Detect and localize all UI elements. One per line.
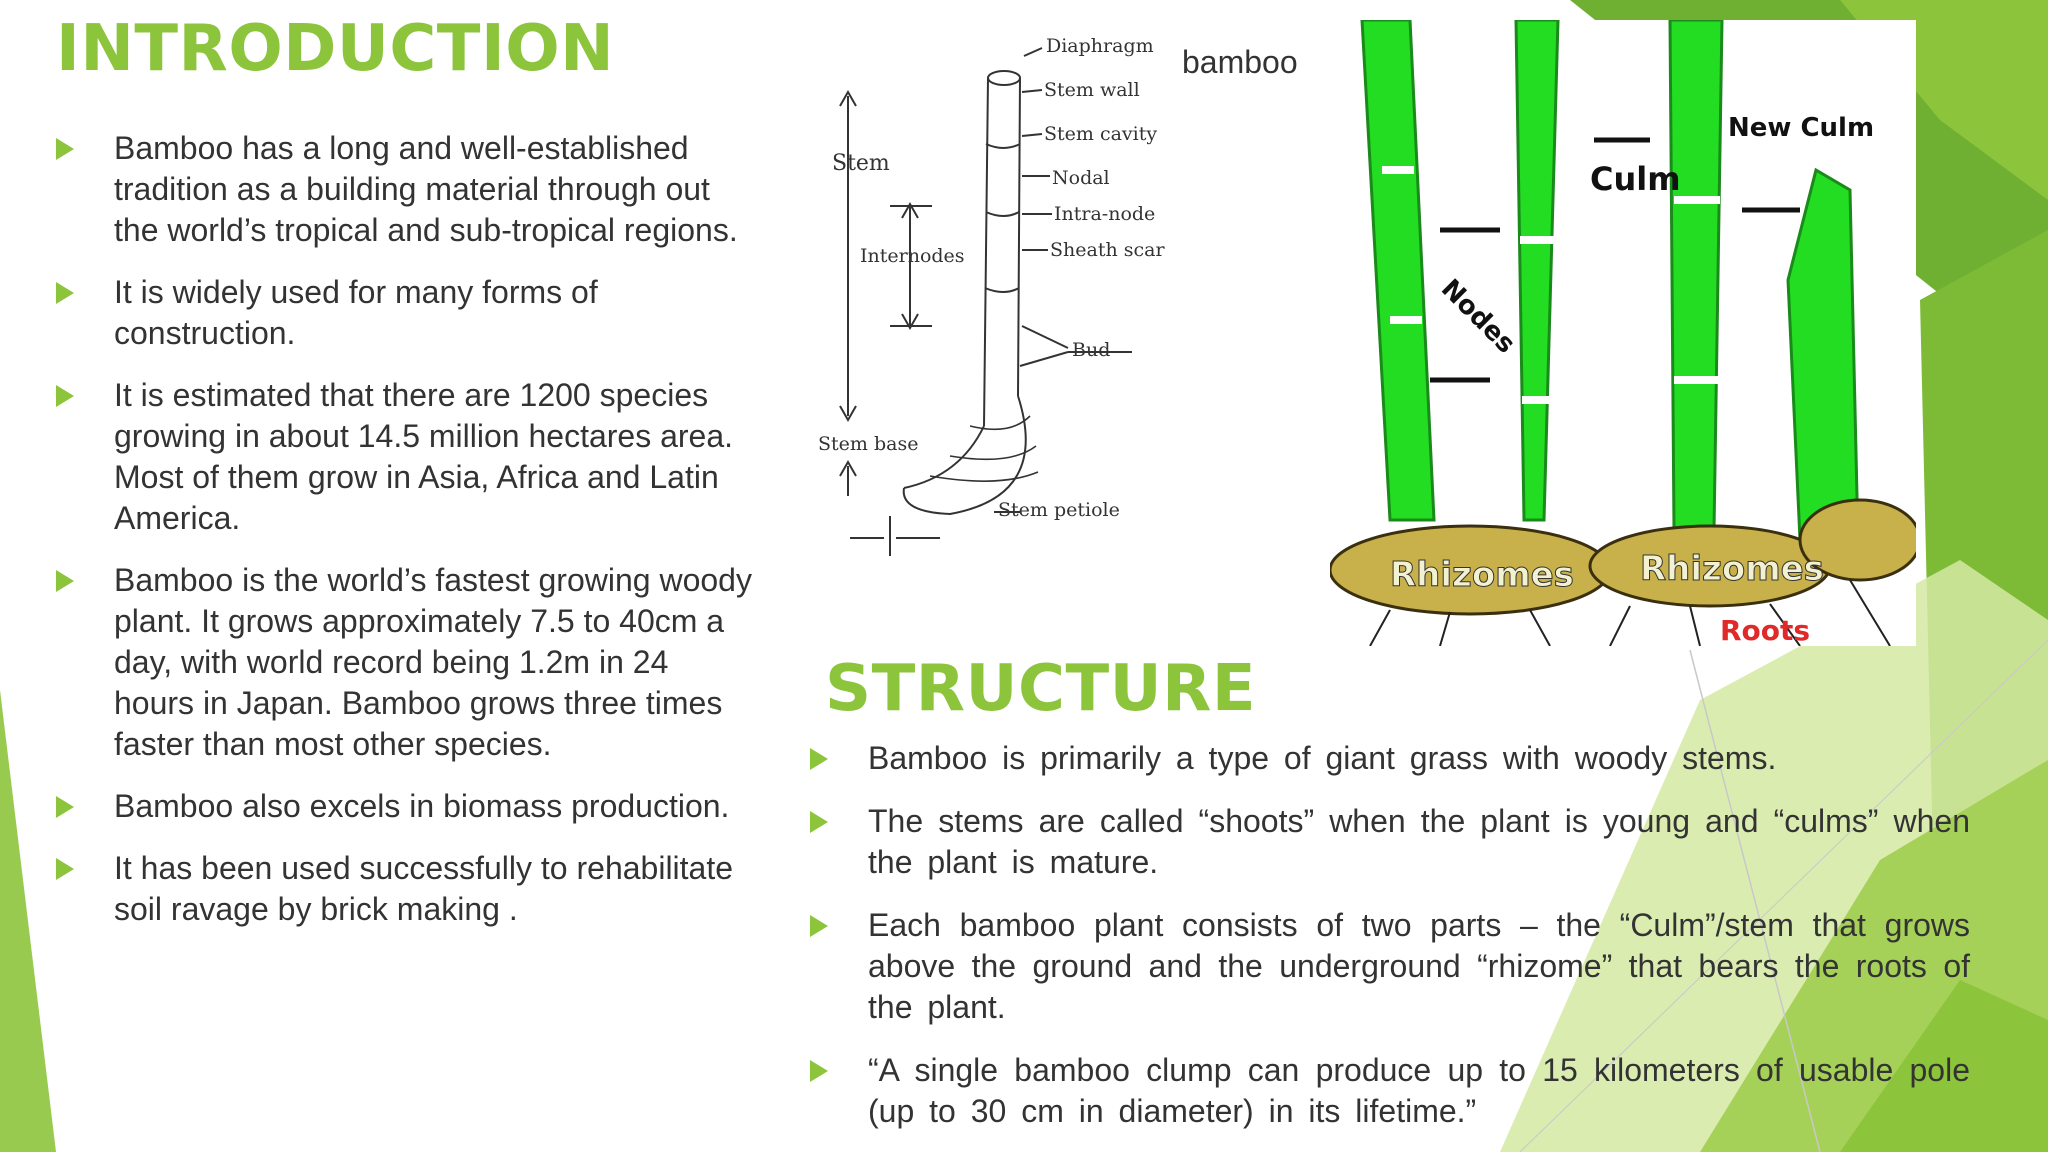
bamboo-stem-diagram: Diaphragm Stem wall Stem cavity Nodal In… [818,35,1165,556]
structure-bullet: Bamboo is primarily a type of giant gras… [810,738,1970,779]
bullet-triangle-icon [56,570,74,592]
intro-bullet-text: It is widely used for many forms of cons… [114,274,598,351]
bottom-right-facet [1840,980,2048,1152]
structure-bullet-text: Each bamboo plant consists of two parts … [868,907,1970,1025]
bullet-triangle-icon [56,385,74,407]
intro-bullet: It is widely used for many forms of cons… [56,272,756,354]
label-nodal: Nodal [1052,167,1110,189]
intro-bullet-text: Bamboo also excels in biomass production… [114,788,730,824]
label-stem-cavity: Stem cavity [1044,123,1157,145]
facet-line [1689,649,1821,1152]
diagram-caption: bamboo [1182,44,1298,80]
structure-bullet: Each bamboo plant consists of two parts … [810,905,1970,1028]
culm-2 [1514,20,1560,522]
bullet-triangle-icon [56,282,74,304]
label-stem-wall: Stem wall [1044,79,1140,101]
facet-line-2 [1519,639,2048,1152]
label-stem: Stem [832,151,890,176]
introduction-heading: INTRODUCTION [56,12,615,86]
stem-base-outline [902,395,1027,516]
bullet-triangle-icon [810,1060,828,1082]
intro-bullet: It is estimated that there are 1200 spec… [56,375,756,539]
bullet-triangle-icon [56,858,74,880]
structure-heading: STRUCTURE [825,652,1257,726]
label-sheath-scar: Sheath scar [1050,239,1165,261]
bullet-triangle-icon [810,748,828,770]
intro-bullet-text: It has been used successfully to rehabil… [114,850,734,927]
structure-bullet: The stems are called “shoots” when the p… [810,801,1970,883]
intro-bullet-text: Bamboo has a long and well-established t… [114,130,738,248]
structure-bullet: “A single bamboo clump can produce up to… [810,1050,1970,1132]
intro-bullet: Bamboo is the world’s fastest growing wo… [56,560,756,765]
label-roots: Roots [1720,614,1810,646]
culm-1 [1360,20,1436,522]
bullet-triangle-icon [810,811,828,833]
label-stem-petiole: Stem petiole [998,499,1120,521]
structure-bullet-text: Bamboo is primarily a type of giant gras… [868,740,1777,776]
bullet-triangle-icon [810,915,828,937]
label-rhizomes-2: Rhizomes [1640,549,1824,589]
intro-bullet: Bamboo has a long and well-established t… [56,128,756,251]
bullet-triangle-icon [56,796,74,818]
structure-bullet-text: The stems are called “shoots” when the p… [868,803,1970,880]
structure-bullet-text: “A single bamboo clump can produce up to… [868,1052,1970,1129]
intro-bullet-text: Bamboo is the world’s fastest growing wo… [114,562,752,762]
introduction-bullet-list: Bamboo has a long and well-established t… [56,128,756,951]
label-bud: Bud [1072,339,1110,361]
left-edge-facet [0,690,56,1152]
bullet-triangle-icon [56,138,74,160]
label-internodes: Internodes [860,245,965,267]
structure-bullet-list: Bamboo is primarily a type of giant gras… [810,738,1970,1154]
label-intra-node: Intra-node [1054,203,1155,225]
rhizome-3 [1798,498,1916,582]
intro-bullet: It has been used successfully to rehabil… [56,848,756,930]
bamboo-plant-illustration: Culm New Culm Nodes Rhizomes Rhizomes Ro… [1330,20,1916,646]
culm-3 [1668,20,1724,532]
stem-outline [983,77,1021,427]
intro-bullet: Bamboo also excels in biomass production… [56,786,756,827]
label-new-culm: New Culm [1728,113,1874,143]
label-diaphragm: Diaphragm [1046,35,1154,57]
label-rhizomes-1: Rhizomes [1390,555,1574,595]
label-culm: Culm [1590,160,1681,198]
label-stem-base: Stem base [818,433,918,455]
intro-bullet-text: It is estimated that there are 1200 spec… [114,377,734,536]
